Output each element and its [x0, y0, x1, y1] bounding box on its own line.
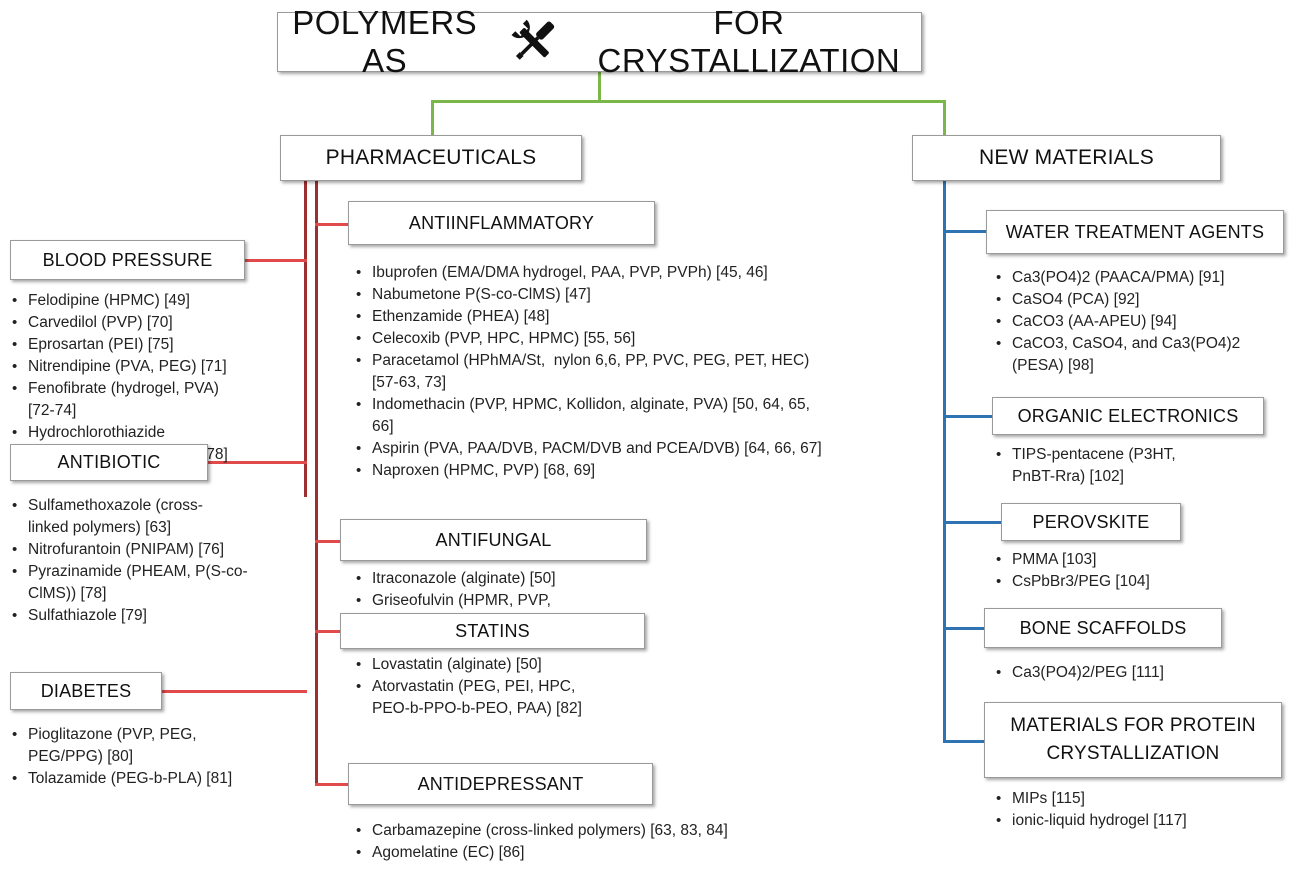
list-item: Ibuprofen (EMA/DMA hydrogel, PAA, PVP, P…	[352, 262, 932, 284]
antiinflammatory-box: ANTIINFLAMMATORY	[348, 201, 655, 245]
connector-diabetes	[162, 690, 307, 693]
water-treatment-box: WATER TREATMENT AGENTS	[986, 210, 1284, 254]
root-title-box: POLYMERS AS FOR CRYSTALLIZATION	[277, 4, 922, 79]
connector-protein-crystallization	[943, 740, 984, 743]
list-item: MIPs [115]	[992, 788, 1287, 810]
organic-electronics-box: ORGANIC ELECTRONICS	[992, 397, 1264, 435]
tools-icon	[511, 19, 555, 60]
list-item: Aspirin (PVA, PAA/DVB, PACM/DVB and PCEA…	[352, 438, 932, 460]
list-item: Pyrazinamide (PHEAM, P(S-co- ClMS)) [78]	[8, 561, 293, 605]
connector-to-new-materials	[943, 100, 946, 135]
list-item: CsPbBr3/PEG [104]	[992, 571, 1287, 593]
list-item: Ethenzamide (PHEA) [48]	[352, 306, 932, 328]
perovskite-list: PMMA [103] CsPbBr3/PEG [104]	[992, 549, 1287, 593]
list-item: Pioglitazone (PVP, PEG, PEG/PPG) [80]	[8, 724, 293, 768]
connector-bone-scaffolds	[943, 627, 984, 630]
connector-pharma-trunk-right	[315, 181, 318, 786]
list-item: Carbamazepine (cross-linked polymers) [6…	[352, 820, 832, 842]
diabetes-box: DIABETES	[10, 672, 162, 710]
list-item: TIPS-pentacene (P3HT, PnBT-Rra) [102]	[992, 444, 1287, 488]
antidepressant-list: Carbamazepine (cross-linked polymers) [6…	[352, 820, 832, 864]
connector-antifungal	[315, 540, 340, 543]
connector-materials-trunk	[943, 181, 946, 743]
list-item: Nitrofurantoin (PNIPAM) [76]	[8, 539, 293, 561]
antibiotic-box: ANTIBIOTIC	[10, 444, 208, 481]
connector-pharma-trunk-left	[304, 181, 307, 497]
list-item: ionic-liquid hydrogel [117]	[992, 810, 1287, 832]
list-item: Itraconazole (alginate) [50]	[352, 568, 652, 590]
statins-list: Lovastatin (alginate) [50] Atorvastatin …	[352, 654, 652, 720]
connector-antiinflammatory	[315, 223, 348, 226]
antidepressant-box: ANTIDEPRESSANT	[348, 763, 653, 805]
title-left-text: POLYMERS AS	[292, 4, 478, 79]
perovskite-box: PEROVSKITE	[1001, 503, 1181, 541]
list-item: Atorvastatin (PEG, PEI, HPC, PEO-b-PPO-b…	[352, 676, 652, 720]
list-item: Ca3(PO4)2 (PAACA/PMA) [91]	[992, 267, 1287, 289]
bone-scaffolds-list: Ca3(PO4)2/PEG [111]	[992, 662, 1287, 684]
connector-to-pharmaceuticals	[431, 100, 434, 135]
list-item: Agomelatine (EC) [86]	[352, 842, 832, 864]
list-item: Tolazamide (PEG-b-PLA) [81]	[8, 768, 293, 790]
list-item: Eprosartan (PEI) [75]	[8, 334, 293, 356]
water-treatment-list: Ca3(PO4)2 (PAACA/PMA) [91] CaSO4 (PCA) […	[992, 267, 1287, 377]
list-item: Celecoxib (PVP, HPC, HPMC) [55, 56]	[352, 328, 932, 350]
blood-pressure-list: Felodipine (HPMC) [49] Carvedilol (PVP) …	[8, 290, 293, 466]
list-item: Paracetamol (HPhMA/St, nylon 6,6, PP, PV…	[352, 350, 932, 394]
protein-crystallization-list: MIPs [115] ionic-liquid hydrogel [117]	[992, 788, 1287, 832]
blood-pressure-box: BLOOD PRESSURE	[10, 240, 245, 280]
connector-statins	[315, 630, 340, 633]
diabetes-list: Pioglitazone (PVP, PEG, PEG/PPG) [80] To…	[8, 724, 293, 790]
list-item: CaCO3 (AA-APEU) [94]	[992, 311, 1287, 333]
connector-water-treatment	[943, 230, 986, 233]
list-item: Ca3(PO4)2/PEG [111]	[992, 662, 1287, 684]
list-item: Lovastatin (alginate) [50]	[352, 654, 652, 676]
connector-root-down	[598, 72, 601, 102]
statins-box: STATINS	[340, 613, 645, 649]
organic-electronics-list: TIPS-pentacene (P3HT, PnBT-Rra) [102]	[992, 444, 1287, 488]
list-item: PMMA [103]	[992, 549, 1287, 571]
antifungal-box: ANTIFUNGAL	[340, 519, 647, 561]
bone-scaffolds-box: BONE SCAFFOLDS	[984, 608, 1222, 648]
list-item: Indomethacin (PVP, HPMC, Kollidon, algin…	[352, 394, 932, 438]
list-item: Felodipine (HPMC) [49]	[8, 290, 293, 312]
new-materials-box: NEW MATERIALS	[912, 135, 1221, 181]
title-right-text: FOR CRYSTALLIZATION	[597, 4, 901, 79]
pharmaceuticals-box: PHARMACEUTICALS	[280, 135, 582, 181]
list-item: Fenofibrate (hydrogel, PVA) [72-74]	[8, 378, 293, 422]
antiinflammatory-list: Ibuprofen (EMA/DMA hydrogel, PAA, PVP, P…	[352, 262, 932, 482]
list-item: Nitrendipine (PVA, PEG) [71]	[8, 356, 293, 378]
connector-antidepressant	[315, 783, 348, 786]
antibiotic-list: Sulfamethoxazole (cross- linked polymers…	[8, 495, 293, 627]
list-item: Carvedilol (PVP) [70]	[8, 312, 293, 334]
list-item: CaCO3, CaSO4, and Ca3(PO4)2 (PESA) [98]	[992, 333, 1287, 377]
protein-crystallization-label: MATERIALS FOR PROTEIN CRYSTALLIZATION	[1010, 715, 1256, 764]
protein-crystallization-box: MATERIALS FOR PROTEIN CRYSTALLIZATION	[984, 702, 1282, 778]
connector-blood-pressure	[245, 259, 307, 262]
list-item: Sulfathiazole [79]	[8, 605, 293, 627]
connector-perovskite	[943, 521, 1001, 524]
list-item: Nabumetone P(S-co-ClMS) [47]	[352, 284, 932, 306]
connector-organic-electronics	[943, 415, 992, 418]
connector-root-horizontal	[431, 100, 946, 103]
list-item: Naproxen (HPMC, PVP) [68, 69]	[352, 460, 932, 482]
list-item: Sulfamethoxazole (cross- linked polymers…	[8, 495, 293, 539]
list-item: CaSO4 (PCA) [92]	[992, 289, 1287, 311]
